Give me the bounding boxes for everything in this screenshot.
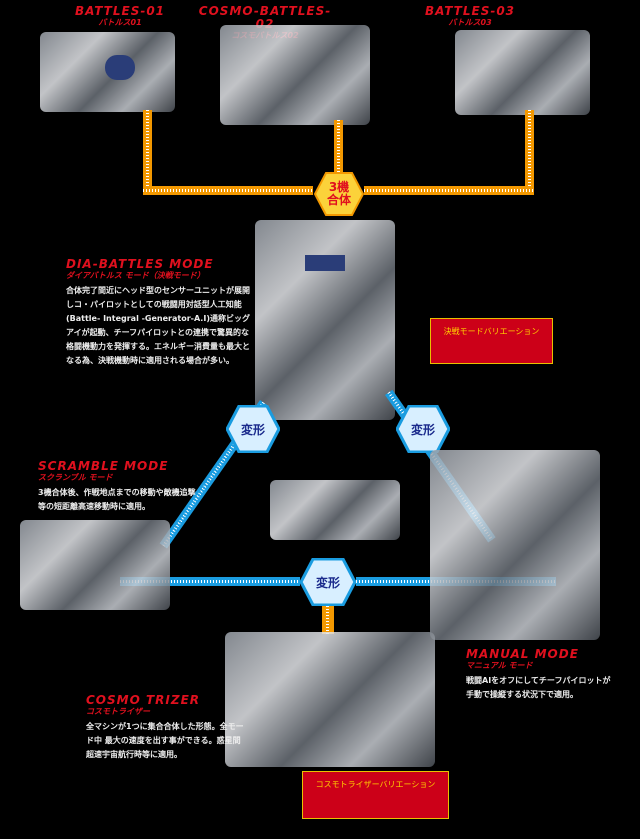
manual-description: 戦闘AIをオフにしてチーフパイロットが手動で操縦する状況下で適用。	[466, 676, 611, 699]
cosmo-trizer-title-jp: コスモトライザー	[86, 707, 150, 716]
transform-badge-left-label: 変形	[240, 422, 265, 437]
cosmo-trizer-title-en: COSMO TRIZER	[86, 693, 200, 707]
battles-01-title-en: BATTLES-01	[74, 4, 166, 18]
scramble-description: 3機合体後、作戦地点までの移動や敵機追撃等の短距離高速移動時に適用。	[38, 488, 196, 511]
battles-03-heading: BATTLES-03 バトルス03	[410, 5, 530, 28]
combine-badge: 3機 合体	[314, 172, 364, 216]
cosmo-trizer-variation-button[interactable]: コスモトライザーバリエーション	[302, 771, 449, 819]
battles-03-title-en: BATTLES-03	[424, 4, 516, 18]
manual-mode-section: MANUAL MODE マニュアル モード 戦闘AIをオフにしてチーフパイロット…	[466, 648, 616, 702]
cosmo-trizer-image	[225, 632, 435, 767]
connector-01-vertical	[143, 110, 152, 192]
dia-battles-title-en: DIA-BATTLES MODE	[66, 257, 214, 271]
transformation-part-image	[270, 480, 400, 540]
transform-badge-right-label: 変形	[410, 422, 435, 437]
connector-right-horizontal	[364, 186, 534, 195]
combine-badge-line1: 3機	[328, 180, 350, 194]
manual-mode-image	[430, 450, 600, 640]
transform-badge-bottom: 変形	[300, 558, 356, 606]
dia-battles-chest-accent	[305, 255, 345, 271]
cosmo-trizer-section: COSMO TRIZER コスモトライザー 全マシンが1つに集合合体した形態。全…	[86, 694, 246, 762]
manual-title-jp: マニュアル モード	[466, 661, 533, 670]
transform-badge-bottom-label: 変形	[315, 575, 340, 590]
transform-badge-left: 変形	[226, 405, 280, 453]
connector-left-horizontal	[143, 186, 313, 195]
scramble-mode-section: SCRAMBLE MODE スクランブル モード 3機合体後、作戦地点までの移動…	[38, 460, 198, 514]
transform-badge-right: 変形	[396, 405, 450, 453]
dia-battles-robot-image	[255, 220, 395, 420]
dia-battles-title-jp: ダイアバトルス モード（決戦モード）	[66, 271, 205, 280]
battles-01-accent	[105, 55, 135, 80]
dia-battles-mode-section: DIA-BATTLES MODE ダイアバトルス モード（決戦モード） 合体完了…	[66, 258, 256, 368]
connector-03-vertical	[525, 110, 534, 192]
battles-01-title-jp: バトルス01	[98, 18, 142, 27]
battles-01-heading: BATTLES-01 バトルス01	[60, 5, 180, 28]
combine-badge-line2: 合体	[326, 193, 351, 207]
cosmo-battles-02-image	[220, 25, 370, 125]
battles-03-title-jp: バトルス03	[448, 18, 492, 27]
connector-to-cosmo-trizer	[322, 606, 334, 634]
connector-02-vertical	[334, 120, 343, 180]
battles-03-image	[455, 30, 590, 115]
cosmo-trizer-description: 全マシンが1つに集合合体した形態。全モード中 最大の速度を出す事ができる。惑星間…	[86, 722, 244, 759]
connector-bottom-left-horizontal	[120, 577, 300, 586]
dia-battles-variation-button[interactable]: 決戦モードバリエーション	[430, 318, 553, 364]
scramble-title-jp: スクランブル モード	[38, 473, 113, 482]
dia-battles-description: 合体完了間近にヘッド型のセンサーユニットが展開しコ・パイロットとしての戦闘用対話…	[66, 286, 250, 365]
scramble-mode-image	[20, 520, 170, 610]
scramble-title-en: SCRAMBLE MODE	[38, 459, 169, 473]
manual-title-en: MANUAL MODE	[466, 647, 579, 661]
